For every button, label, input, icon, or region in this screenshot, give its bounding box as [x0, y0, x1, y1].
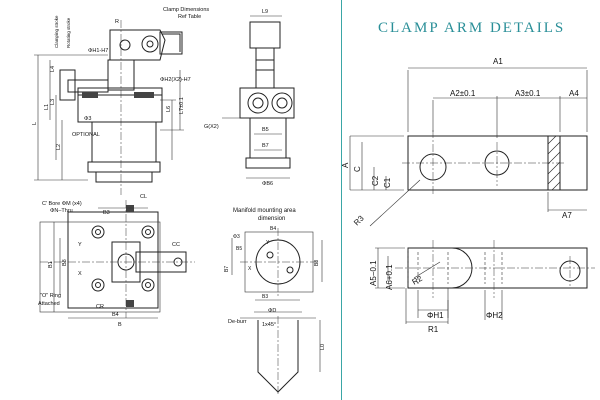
ref-table-label: Ref Table	[178, 14, 201, 20]
r-angle-label: R	[115, 19, 119, 25]
page-title: CLAMP ARM DETAILS	[378, 20, 566, 36]
o-ring-label: "O" Ring	[40, 293, 61, 299]
c1-label: C1	[383, 177, 392, 188]
a1-label: A1	[493, 57, 503, 66]
manifold-heading-1: Manifold mounting area	[233, 208, 296, 214]
manifold-heading-2: dimension	[258, 216, 285, 222]
c2-label: C2	[371, 175, 380, 186]
phi-h2-label: ΦH2(X2)-H7	[160, 77, 191, 83]
r1-label: R1	[428, 325, 439, 334]
manifold-b3-label: B3	[262, 294, 268, 300]
a-label: A	[341, 162, 350, 168]
arm-top-labels: A1 A2±0.1 A3±0.1 A4 A C C2 C1 R3 A7	[341, 57, 579, 227]
plan-b1-label: B1	[48, 261, 54, 268]
l7-label: L7±0.1	[179, 97, 185, 114]
deburr-phi-d-label: ΦD	[268, 308, 276, 314]
side-g-label: G(X2)	[204, 124, 219, 130]
phi-h2-dim-label: ΦH2	[486, 311, 503, 320]
cc-label: CC	[172, 242, 180, 248]
deburr-label: De-burr	[228, 319, 247, 325]
side-b5-label: B5	[262, 127, 269, 133]
r2-label: R2	[411, 274, 425, 287]
manifold-x-label: X	[248, 266, 252, 272]
deburr-view	[240, 311, 321, 396]
arm-section-labels: A5−0.1 A6+0.1 R2 ΦH1 R1 ΦH2	[369, 260, 503, 334]
arm-top-view	[349, 67, 588, 227]
side-view-labels: L9 B5 B7 ΦB6 G(X2)	[204, 9, 273, 187]
l2-label: L2	[56, 144, 62, 150]
o-ring-label: Φ3	[84, 116, 91, 122]
a5-label: A5−0.1	[369, 260, 378, 286]
l-label: L	[32, 122, 38, 125]
plan-b8-label: B8	[62, 259, 68, 266]
manifold-y-label: Y	[266, 240, 270, 246]
a3-label: A3±0.1	[515, 89, 541, 98]
a6-label: A6+0.1	[385, 264, 394, 290]
plan-y-label: Y	[78, 242, 82, 248]
l1-label: L1	[44, 104, 50, 110]
side-view	[222, 15, 295, 179]
a2-label: A2±0.1	[450, 89, 476, 98]
front-view-labels: Clamp Dimensions Ref Table Clamping stro…	[32, 7, 209, 150]
phi-h1-label: ΦH1-H7	[88, 48, 108, 54]
deburr-chamfer-label: 1x45°	[262, 322, 276, 328]
cr-label: CR	[96, 304, 104, 310]
optional-label: OPTIONAL	[72, 132, 100, 138]
c-label: C	[353, 166, 362, 172]
rotating-stroke-label: Rotating stroke	[66, 17, 71, 48]
deburr-l-label: L0	[320, 344, 326, 350]
manifold-labels: Manifold mounting area dimension B4 Φ3 B…	[224, 208, 320, 300]
plan-x-label: X	[78, 271, 82, 277]
panel-divider	[341, 0, 342, 400]
side-l9-label: L9	[262, 9, 268, 15]
clamp-dimensions-label: Clamp Dimensions	[163, 7, 209, 13]
clamping-stroke-label: Clamping stroke	[54, 15, 59, 48]
plan-view-labels: C' Bore ΦM (x4) ΦN–Thru "O" Ring Attache…	[38, 194, 180, 328]
plan-b4-label: B4	[112, 312, 119, 318]
a7-label: A7	[562, 211, 572, 220]
cbore-label: C' Bore ΦM (x4)	[42, 201, 82, 207]
manifold-b4-label: B4	[270, 226, 276, 232]
manifold-b5-label: B5	[236, 246, 242, 252]
side-b7-label: B7	[262, 143, 269, 149]
deburr-labels: De-burr ΦD 1x45° L0	[228, 308, 326, 350]
cl-label: CL	[140, 194, 147, 200]
manifold-b8-label: B8	[314, 260, 320, 266]
manifold-d3-label: Φ3	[233, 234, 240, 240]
thru-label: ΦN–Thru	[50, 208, 73, 214]
front-view	[34, 20, 184, 195]
phi-h1-dim-label: ΦH1	[427, 311, 444, 320]
l6-label: L6	[166, 106, 172, 112]
l3-label: L3	[50, 99, 56, 105]
plan-b-label: B	[118, 322, 122, 328]
plan-b3-label: B3	[103, 210, 110, 216]
r3-label: R3	[352, 213, 366, 227]
manifold-b7-label: B7	[224, 266, 230, 272]
plan-view	[39, 200, 195, 319]
attached-label: Attached	[38, 301, 60, 307]
a4-label: A4	[569, 89, 579, 98]
side-phi-b-label: ΦB6	[262, 181, 273, 187]
arm-section-view	[375, 240, 595, 324]
l4-label: L4	[50, 66, 56, 72]
manifold-view	[231, 228, 323, 301]
